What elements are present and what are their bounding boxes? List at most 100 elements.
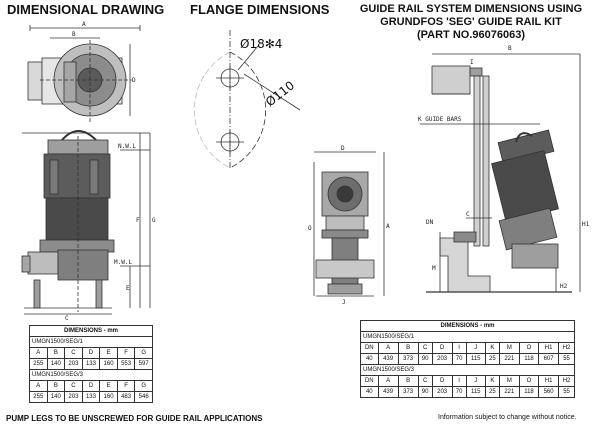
header-cell: F (116, 347, 136, 359)
header-cell: C (417, 375, 433, 387)
dimensions-table-right: DIMENSIONS - mm UMGN1500/SEG/1 DN A B C … (360, 320, 575, 398)
header-cell: K (484, 342, 500, 354)
header-cell: K (484, 375, 500, 387)
value-cell: 221 (498, 386, 520, 398)
value-cell: 203 (431, 353, 453, 365)
header-cell: J (465, 375, 486, 387)
value-cell: 597 (134, 358, 153, 370)
header-cell: B (397, 342, 419, 354)
header-cell: D (81, 347, 101, 359)
value-cell: 118 (518, 386, 540, 398)
value-cell: 40 (360, 386, 379, 398)
label-m: M (432, 265, 436, 272)
model-row: UMGN1500/SEG/1 (360, 331, 575, 343)
value-cell: 483 (116, 391, 136, 403)
header-cell: DN (360, 342, 379, 354)
header-cell: B (46, 380, 66, 392)
title-guide-rail-line1: GUIDE RAIL SYSTEM DIMENSIONS USING (359, 3, 583, 15)
value-cell: 160 (99, 358, 118, 370)
header-cell: C (417, 342, 433, 354)
header-cell: E (99, 380, 118, 392)
header-cell: H1 (538, 342, 560, 354)
header-cell: D (431, 375, 453, 387)
table-row: 40 439 373 90 203 70 115 25 221 118 607 … (360, 353, 575, 365)
dimensions-table-left: DIMENSIONS - mm UMGN1500/SEG/1 A B C D E… (29, 325, 153, 403)
value-cell: 160 (99, 391, 118, 403)
header-cell: C (64, 347, 83, 359)
header-cell: H2 (558, 342, 575, 354)
value-cell: 25 (484, 386, 500, 398)
header-cell: A (377, 342, 399, 354)
value-cell: 133 (81, 358, 101, 370)
label-k-guide-bars: K GUIDE BARS (418, 116, 462, 123)
header-cell: A (29, 347, 48, 359)
value-cell: 439 (377, 386, 399, 398)
header-cell: D (81, 380, 101, 392)
footer-note-pump-legs: PUMP LEGS TO BE UNSCREWED FOR GUIDE RAIL… (6, 414, 263, 423)
label-c-side: C (65, 315, 69, 322)
model-row: UMGN1500/SEG/3 (29, 369, 153, 381)
header-cell: C (64, 380, 83, 392)
label-c-guide: C (466, 211, 470, 218)
label-i: I (470, 59, 474, 66)
value-cell: 90 (417, 353, 433, 365)
value-cell: 55 (558, 386, 575, 398)
label-d-guide: D (341, 145, 345, 152)
header-row: A B C D E F G (29, 347, 153, 359)
table-caption: DIMENSIONS - mm (29, 325, 153, 337)
header-cell: J (465, 342, 486, 354)
label-f: F (136, 217, 140, 224)
header-cell: DN (360, 375, 379, 387)
value-cell: 140 (46, 358, 66, 370)
value-cell: 560 (538, 386, 560, 398)
header-cell: H1 (538, 375, 560, 387)
value-cell: 373 (397, 386, 419, 398)
table-caption: DIMENSIONS - mm (360, 320, 575, 332)
header-cell: B (46, 347, 66, 359)
value-cell: 607 (538, 353, 560, 365)
value-cell: 203 (64, 391, 83, 403)
header-cell: I (451, 375, 467, 387)
header-cell: F (116, 380, 136, 392)
pump-side-view (21, 130, 151, 315)
title-guide-rail-line2: GRUNDFOS 'SEG' GUIDE RAIL KIT (380, 16, 562, 28)
value-cell: 55 (558, 353, 575, 365)
flange-holes-label: Ø18✻4 (240, 37, 282, 51)
header-cell: O (518, 375, 540, 387)
label-b-guide: B (508, 45, 512, 52)
value-cell: 70 (451, 386, 467, 398)
model-row: UMGN1500/SEG/1 (29, 336, 153, 348)
header-cell: A (29, 380, 48, 392)
table-row: 40 439 373 90 203 70 115 25 221 118 560 … (360, 386, 575, 398)
header-row: A B C D E F G (29, 380, 153, 392)
label-d-top: D (132, 77, 136, 84)
label-b-top: B (72, 31, 76, 38)
header-cell: A (377, 375, 399, 387)
model-row: UMGN1500/SEG/3 (360, 364, 575, 376)
label-a-guide: A (386, 223, 390, 230)
label-g: G (152, 217, 156, 224)
title-guide-rail-line3: (PART NO.96076063) (416, 29, 525, 41)
value-cell: 439 (377, 353, 399, 365)
header-cell: M (498, 342, 520, 354)
header-row: DN A B C D I J K M O H1 H2 (360, 342, 575, 354)
value-cell: 255 (29, 358, 48, 370)
guide-rail-installation-view (420, 53, 581, 293)
guide-rail-front-view (313, 151, 385, 297)
value-cell: 70 (451, 353, 467, 365)
header-cell: M (498, 375, 520, 387)
value-cell: 25 (484, 353, 500, 365)
label-a-top: A (82, 21, 86, 28)
header-cell: G (134, 347, 153, 359)
value-cell: 133 (81, 391, 101, 403)
header-cell: B (397, 375, 419, 387)
label-e: E (126, 285, 130, 292)
header-cell: D (431, 342, 453, 354)
label-h2: H2 (560, 283, 568, 290)
value-cell: 553 (116, 358, 136, 370)
value-cell: 115 (465, 353, 486, 365)
table-row: 255 140 203 133 160 483 546 (29, 391, 153, 403)
header-row: DN A B C D I J K M O H1 H2 (360, 375, 575, 387)
title-dimensional-drawing: DIMENSIONAL DRAWING (7, 2, 165, 17)
